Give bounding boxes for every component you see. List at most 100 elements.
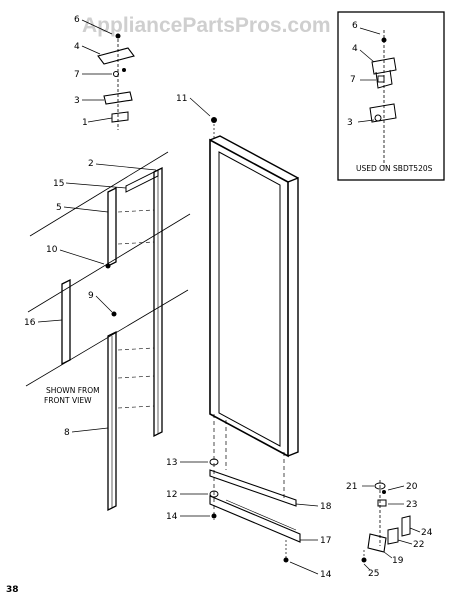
hinge-shim-1 [111, 111, 129, 123]
label-6-inset: 6 [352, 21, 358, 31]
hinge-cover-4 [97, 47, 135, 65]
hinge-inset: 6 4 7 3 USED ON SBDT520S [337, 11, 445, 181]
leader-25 [363, 563, 371, 571]
trim-strip-assembly: 2 15 5 10 9 16 8 SHOWN FROM FRONT VIEW [24, 151, 191, 512]
door-top-edge [209, 135, 299, 179]
view-note-line1: SHOWN FROM [46, 386, 100, 395]
inset-frame [337, 11, 445, 181]
screw-7b [122, 68, 126, 72]
page-number: 38 [6, 585, 19, 595]
spacer-23 [377, 499, 387, 507]
label-17: 17 [320, 536, 331, 546]
hinge-19 [367, 533, 387, 553]
bottom-rail-assembly: 13 12 14 18 17 14 [166, 458, 332, 580]
screw-7 [113, 71, 119, 77]
leader-5 [63, 206, 109, 213]
screw-14b [283, 557, 289, 563]
fastener-line-4 [117, 375, 155, 379]
leader-8 [71, 427, 109, 433]
screw-14 [211, 513, 217, 519]
cam-24 [401, 515, 411, 537]
label-9: 9 [88, 291, 94, 301]
door-side-edge [287, 176, 299, 457]
leader-6 [81, 19, 113, 35]
screw-10 [105, 263, 111, 269]
leader-10 [59, 249, 105, 265]
fastener-line-5 [117, 405, 155, 409]
label-1: 1 [82, 118, 88, 128]
fastener-line-2 [117, 241, 155, 245]
label-8: 8 [64, 428, 70, 438]
leader-22 [397, 539, 413, 545]
door-front-face [209, 138, 289, 458]
label-22: 22 [413, 540, 424, 550]
screw-25 [361, 557, 367, 563]
inset-bushing-3 [374, 114, 382, 122]
bracket-22 [387, 527, 399, 545]
label-13: 13 [166, 458, 177, 468]
label-11: 11 [176, 94, 187, 104]
screw-6 [115, 33, 121, 39]
label-6: 6 [74, 15, 80, 25]
label-19: 19 [392, 556, 404, 566]
label-23: 23 [406, 500, 417, 510]
leader-4 [81, 45, 101, 55]
rail-17-groove [225, 499, 297, 531]
inset-top-hinge [371, 57, 397, 75]
label-7: 7 [74, 70, 80, 80]
label-24: 24 [421, 528, 433, 538]
label-25: 25 [368, 569, 379, 579]
door-inner-panel [218, 151, 281, 447]
bottom-hinge-assembly: 21 20 23 24 22 19 25 [346, 480, 433, 579]
label-4-inset: 4 [352, 44, 358, 54]
inset-leader-4 [359, 49, 375, 63]
label-5: 5 [56, 203, 62, 213]
washer-21 [374, 482, 386, 490]
label-18: 18 [320, 502, 332, 512]
watermark: AppliancePartsPros.com [82, 14, 331, 37]
label-10: 10 [46, 245, 58, 255]
bracket-12 [209, 490, 219, 498]
label-3-inset: 3 [347, 118, 353, 128]
fastener-line-1 [117, 209, 155, 213]
strip-8 [107, 330, 117, 512]
label-14b: 14 [320, 570, 332, 580]
label-2: 2 [88, 159, 94, 169]
leader-1 [87, 117, 113, 123]
leader-2 [95, 163, 157, 171]
leader-9 [95, 295, 113, 313]
inset-bottom-hinge [369, 103, 397, 123]
section-line-mid [27, 213, 191, 313]
strip-15 [125, 169, 159, 193]
label-4: 4 [74, 42, 80, 52]
label-20: 20 [406, 482, 418, 492]
leader-14b [289, 561, 319, 575]
section-line-top [29, 151, 169, 237]
label-21: 21 [346, 482, 357, 492]
rail-17 [209, 495, 301, 543]
leader-18 [295, 503, 319, 507]
label-3: 3 [74, 96, 80, 106]
fastener-line-3 [117, 347, 155, 351]
strip-5 [107, 186, 117, 268]
leader-11 [189, 97, 211, 117]
leader-20 [387, 485, 405, 491]
label-15: 15 [53, 179, 64, 189]
inset-washer-7 [377, 75, 385, 83]
leader-24 [409, 527, 421, 533]
strip-16 [61, 278, 71, 366]
bushing-13 [209, 458, 219, 466]
inset-leader-3 [357, 119, 375, 123]
inset-leader-6 [359, 27, 381, 35]
hinge-bracket-3 [103, 91, 133, 105]
inset-hinge-arm [375, 69, 393, 89]
label-16: 16 [24, 318, 36, 328]
screw-9 [111, 311, 117, 317]
top-hinge-assembly: 6 4 7 3 1 [74, 15, 135, 130]
door-panel: 11 [176, 94, 299, 520]
leader-19 [383, 551, 393, 559]
leader-15 [65, 182, 127, 189]
inset-note: USED ON SBDT520S [356, 164, 433, 173]
